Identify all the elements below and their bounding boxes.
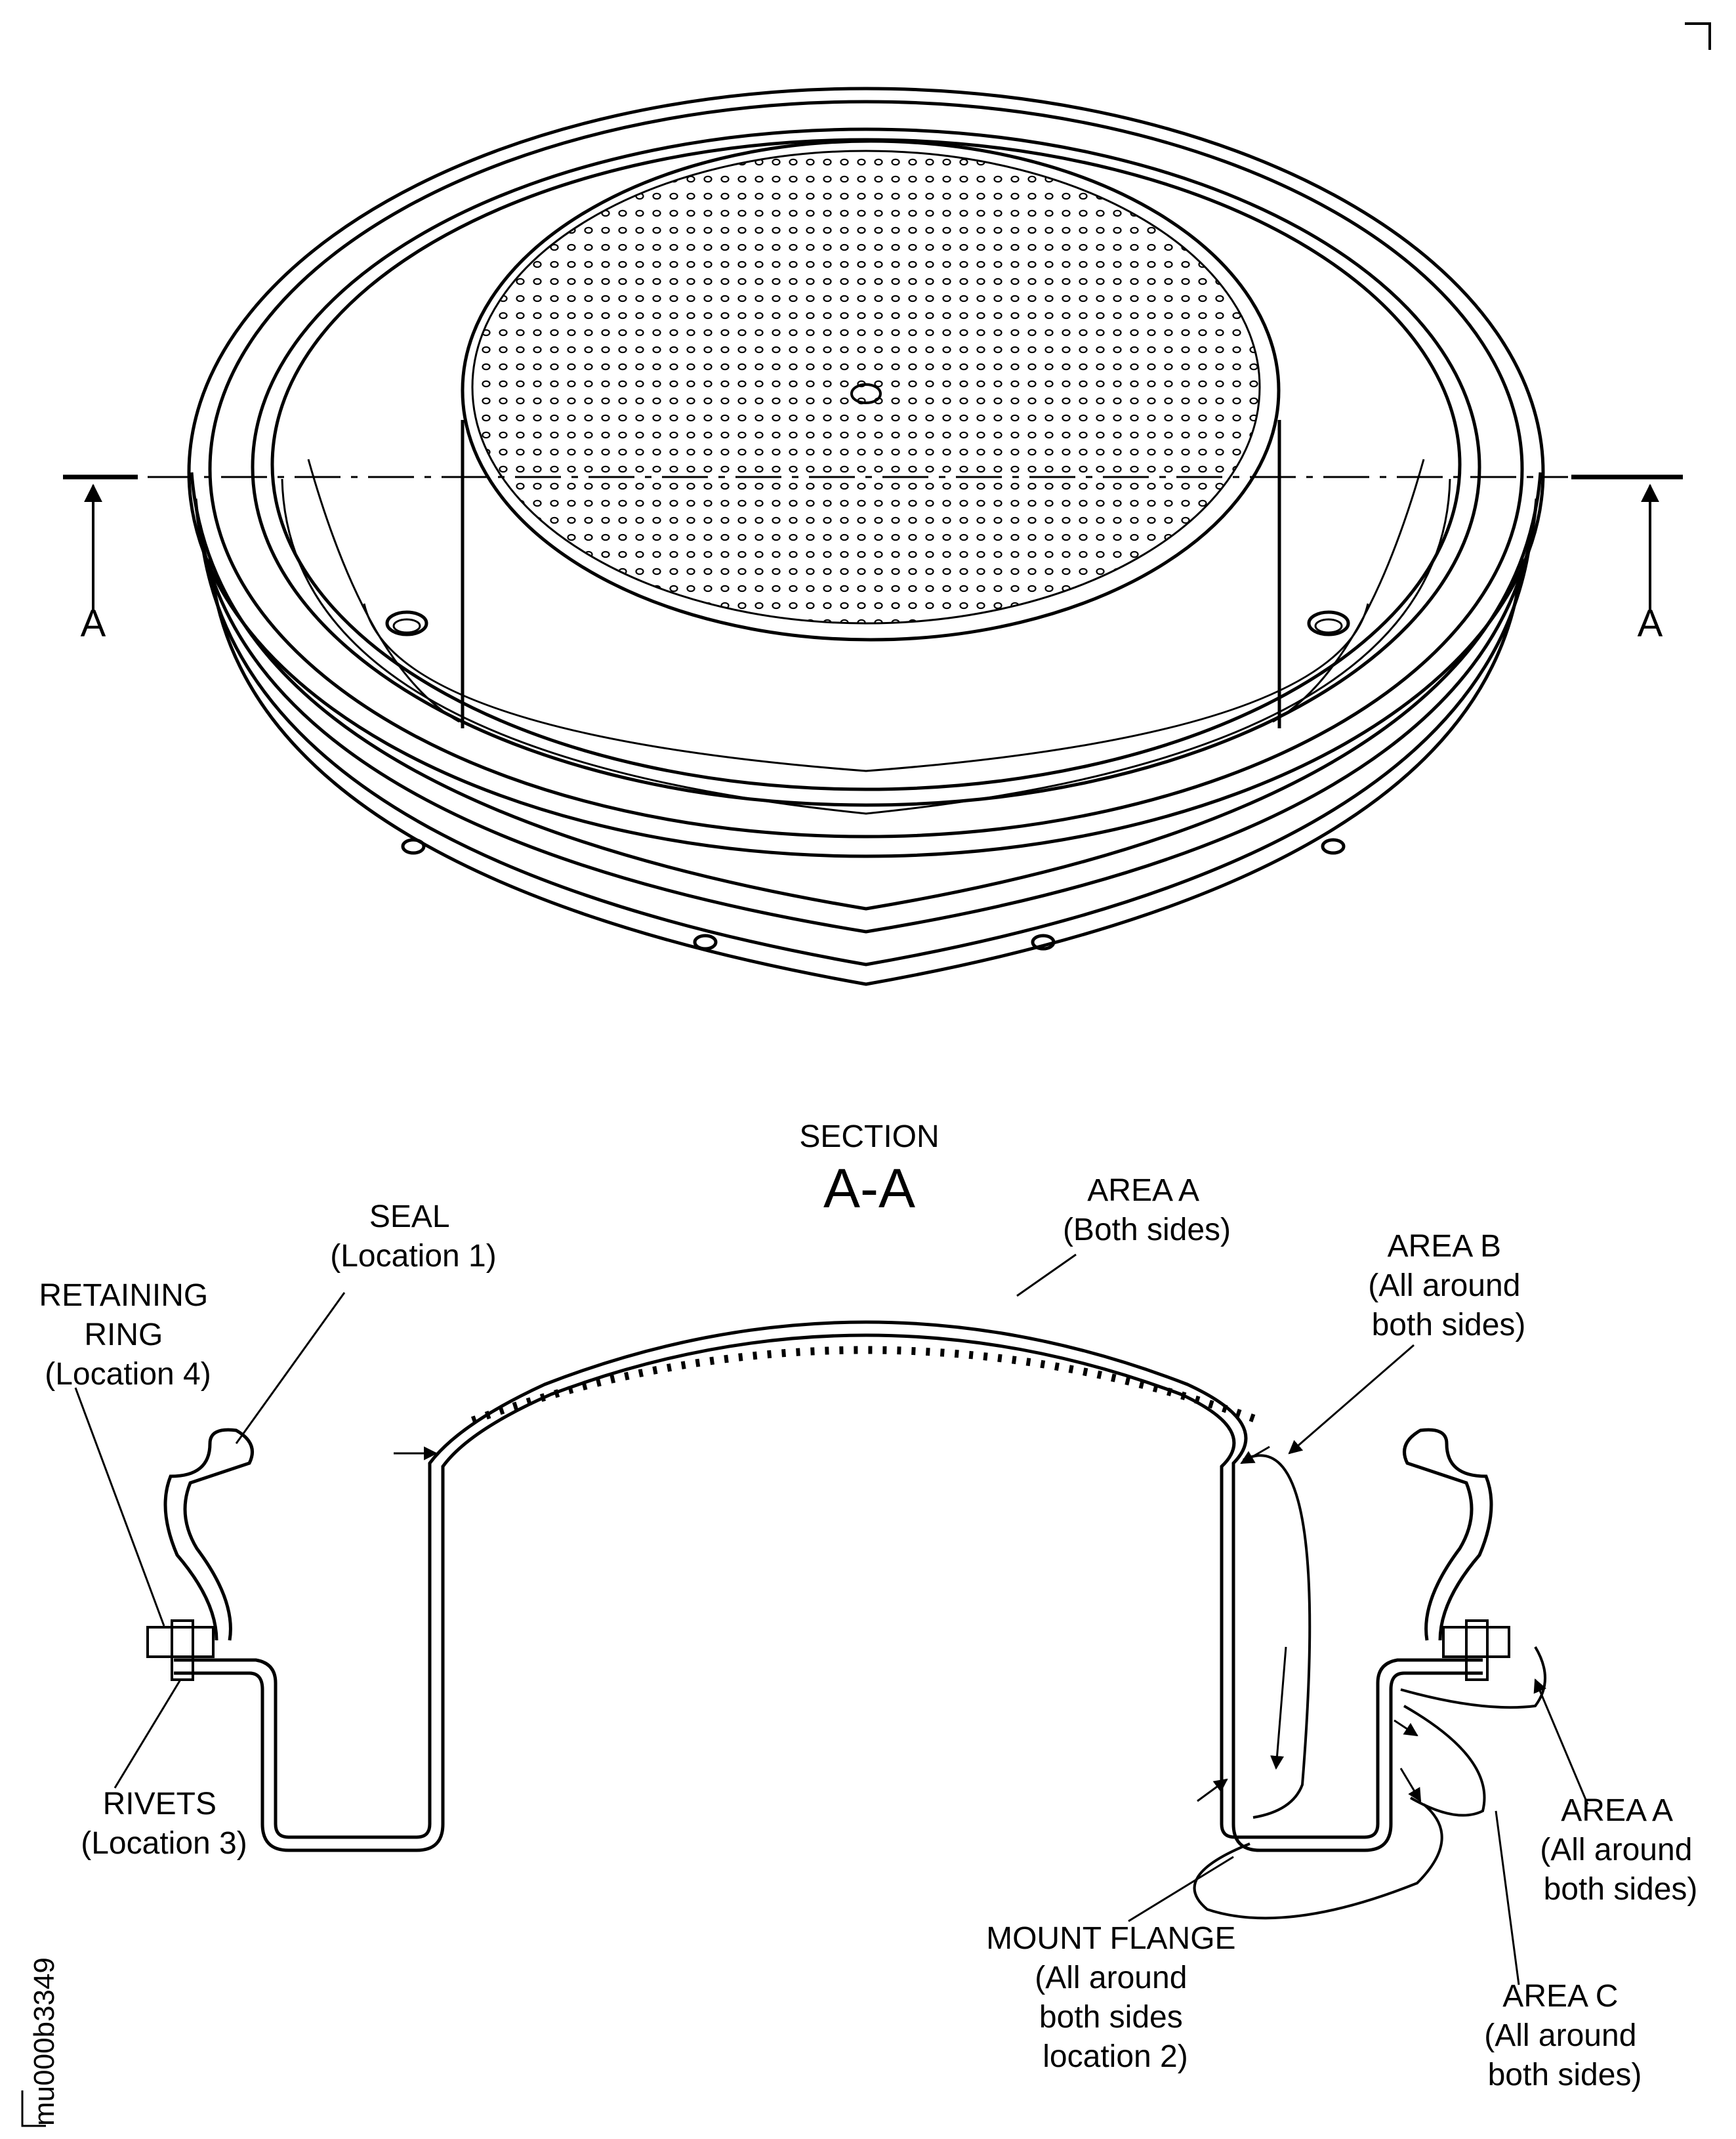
dome-top-rim [461,139,1281,642]
inner-wall-line [307,459,460,723]
groove-edge-2 [190,472,1542,911]
rivet-hole [1321,838,1346,855]
mount-flange-outline [1193,1803,1443,1920]
left-flange-outer [174,1658,432,1839]
dome-profile-inner [441,1333,1236,1824]
area-c-outline [1403,1705,1486,1817]
leader-lines [74,1253,1589,1985]
callout-area-b: AREA B (All around both sides) [1368,1229,1529,1342]
figure-id: mu000b3349 [28,1957,60,2126]
callout-area-a-top: AREA A (Both sides) [1063,1173,1231,1247]
callout-area-c: AREA C (All around both sides) [1484,1979,1645,2092]
right-flange-inner [1231,1671,1483,1852]
callout-retaining-ring: RETAINING RING (Location 4) [39,1278,217,1392]
retaining-ring-outer [251,127,1481,807]
right-seal [1403,1428,1493,1641]
right-flange-outer [1220,1658,1483,1839]
area-a-right-outline [1400,1646,1546,1709]
crop-mark [1685,22,1711,50]
inner-well-edge [281,478,1451,815]
left-seal [163,1428,254,1641]
section-cut-line [63,474,1683,610]
perforation-band [470,1346,1262,1424]
outer-ring-inner [208,100,1524,839]
cut-label-right: A [1638,602,1663,645]
outer-ring [187,87,1545,858]
callout-seal: SEAL (Location 1) [330,1199,496,1274]
section-id: A-A [823,1157,915,1219]
section-word: SECTION [799,1119,939,1154]
area-b-outline [1243,1454,1312,1819]
dome-center [850,383,882,404]
left-rivet [171,1619,194,1681]
left-retaining-ring [146,1626,215,1658]
mount-hole-right-inner [1314,618,1343,634]
inner-wall-line-r [1272,459,1425,723]
flange-bottom-edge [208,557,1524,986]
rivet-hole [1031,934,1056,951]
isometric-view [187,87,1545,986]
groove-edge-1 [194,498,1539,934]
mount-hole-left-inner [392,618,421,634]
callout-mount-flange: MOUNT FLANGE (All around both sides loca… [986,1921,1245,2074]
section-profile [146,1320,1546,1920]
cut-label-left: A [81,602,106,645]
mount-hole-right [1307,610,1350,636]
left-flange-inner [174,1671,445,1852]
callout-rivets: RIVETS (Location 3) [81,1787,247,1861]
right-retaining-ring [1442,1626,1510,1658]
rivet-hole [693,934,718,951]
flange-lower-edge [198,524,1534,966]
figure-id-mark [21,2090,46,2127]
mount-hole-left [385,610,428,636]
callout-area-a-right: AREA A (All around both sides) [1540,1793,1701,1907]
dome-perforated-face [471,150,1261,625]
inner-floor-edge [363,603,1369,772]
rivet-hole [401,838,426,855]
right-rivet [1465,1619,1489,1681]
dome-profile-outer [428,1320,1248,1824]
